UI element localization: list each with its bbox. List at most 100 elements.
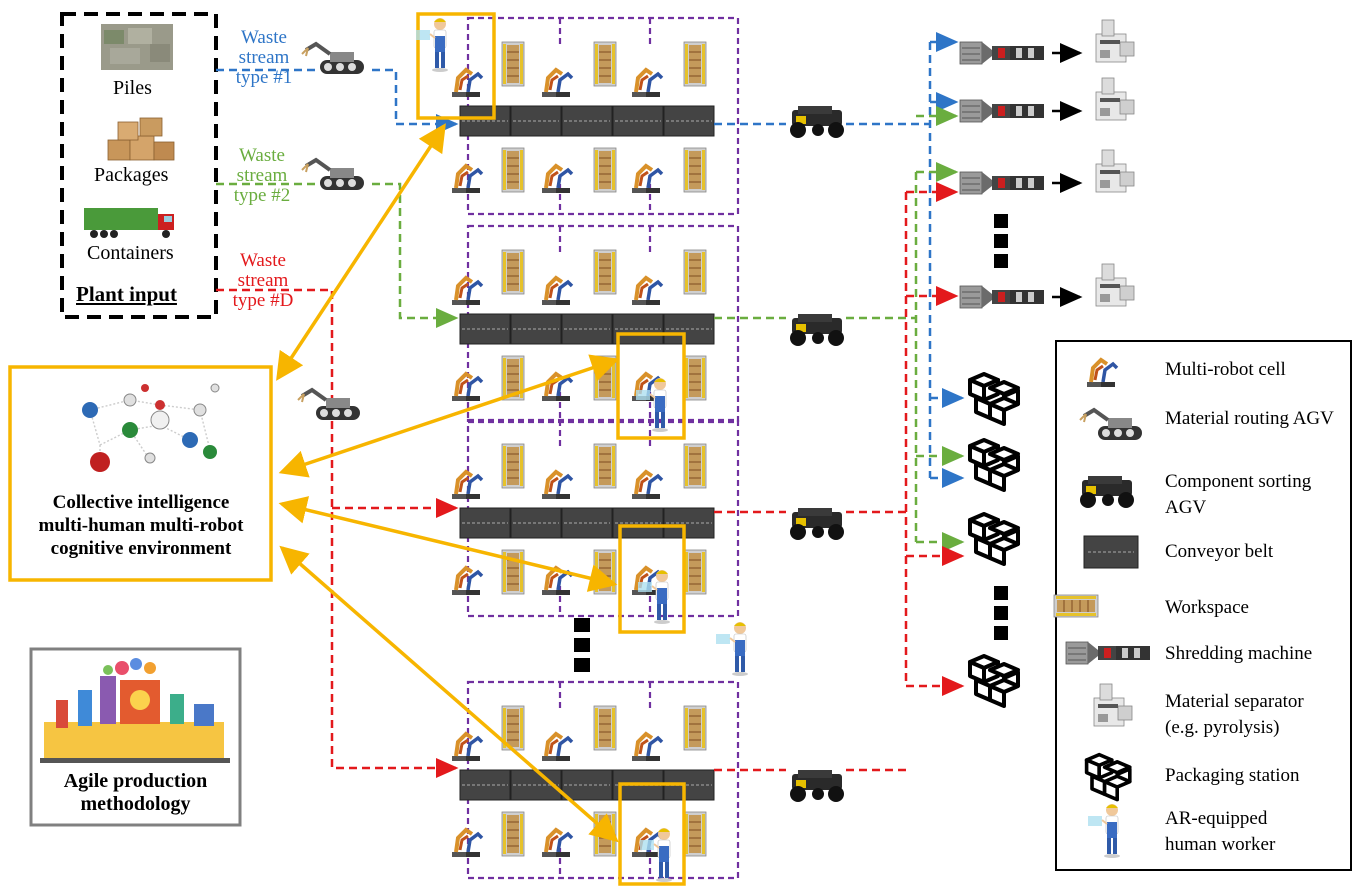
ellipsis-block [574, 638, 590, 652]
legend-label-ar-worker: AR-equipped human worker [1165, 808, 1276, 855]
shredding-machine [959, 171, 1045, 195]
legend-label-packaging-station: Packaging station [1165, 765, 1300, 786]
workspace [683, 705, 707, 751]
container-truck-icon [84, 208, 174, 238]
material-routing-agv [296, 388, 362, 422]
human-robot-links [276, 12, 749, 886]
lightbulb-network-icon [82, 383, 220, 472]
workspace [593, 249, 617, 295]
workspace [683, 443, 707, 489]
ellipsis-block [994, 214, 1008, 228]
workspace [593, 549, 617, 595]
workspace [501, 41, 525, 87]
packaging-icon [1084, 752, 1132, 802]
ellipsis-block [994, 234, 1008, 248]
stream-1-to-line-1 [372, 68, 459, 134]
ellipsis-block [574, 658, 590, 672]
conveyor-belt-segment [459, 105, 511, 137]
source-label-containers: Containers [87, 242, 174, 264]
legend-label-workspace: Workspace [1165, 597, 1249, 618]
shredder-icon [1065, 641, 1151, 665]
component-sorting-agv [790, 314, 844, 346]
material-routing-agv [300, 158, 366, 192]
component-sorting-agv [790, 770, 844, 802]
ar-worker [415, 17, 449, 73]
workspace [593, 41, 617, 87]
material-separator [1095, 149, 1135, 193]
conveyor-belt-segment [510, 105, 562, 137]
cardboard-boxes-icon [107, 117, 175, 161]
workspace [683, 249, 707, 295]
shredding-machine [959, 99, 1045, 123]
legend-label-multi-robot-cell: Multi-robot cell [1165, 359, 1286, 380]
conveyor-belt-segment [561, 105, 613, 137]
workspace [683, 147, 707, 193]
robot-arm-icon [540, 276, 574, 307]
robot-arm-icon [540, 68, 574, 99]
robot-arm-icon [540, 470, 574, 501]
ellipsis-block [994, 254, 1008, 268]
legend-label-material-routing-agv: Material routing AGV [1165, 408, 1334, 429]
bidirectional-link-arrow [278, 354, 620, 478]
robot-arm-icon [630, 276, 664, 307]
material-separator [1095, 19, 1135, 63]
workspace-icon [1053, 594, 1099, 618]
robot-arm-icon [630, 732, 664, 763]
conveyor-belt-segment [663, 105, 715, 137]
collective-intelligence-box [8, 365, 273, 582]
robot-arm-icon [540, 828, 574, 859]
legend-label-shredding-machine: Shredding machine [1165, 643, 1313, 664]
conveyor-belt-segment [459, 313, 511, 345]
workspace [501, 811, 525, 857]
material-separator [1095, 263, 1135, 307]
packaging-station [968, 512, 1020, 566]
ellipsis-block [994, 586, 1008, 600]
robot-arm-icon [630, 164, 664, 195]
conveyor-belt-segment [510, 507, 562, 539]
packaging-station [968, 372, 1020, 426]
separator-icon [1093, 683, 1133, 727]
conveyor-belt-segment [561, 507, 613, 539]
workspace [593, 147, 617, 193]
legend-label-component-sorting-agv: Component sorting AGV [1165, 471, 1312, 518]
component-sorting-agv [790, 508, 844, 540]
plant-input-box [60, 12, 218, 319]
workspace [593, 705, 617, 751]
source-label-packages: Packages [94, 164, 169, 186]
robot-arm-icon [630, 68, 664, 99]
conveyor-belt-segment [510, 313, 562, 345]
conveyor-belt-segment [612, 313, 664, 345]
workspace [683, 811, 707, 857]
bidirectional-link-arrow [279, 545, 619, 843]
factory-illustration-icon [40, 658, 230, 763]
stream-2-to-line-2 [372, 182, 459, 328]
robot-arm-icon [540, 732, 574, 763]
ar-worker-highlight [618, 524, 686, 634]
rubble-pile-icon [101, 24, 173, 70]
conveyor-belt-segment [612, 105, 664, 137]
workspace [683, 41, 707, 87]
conveyor-icon [1083, 535, 1139, 569]
workspace [501, 443, 525, 489]
conveyor-belt-segment [663, 507, 715, 539]
workspace [501, 147, 525, 193]
workspace [683, 549, 707, 595]
conveyor-belt-segment [459, 769, 511, 801]
plant-input-title: Plant input [76, 282, 177, 306]
workspace [593, 443, 617, 489]
ellipsis-block [574, 618, 590, 632]
packaging-station [968, 438, 1020, 492]
ar-worker-highlight [416, 12, 496, 120]
ar-worker-highlight [618, 782, 686, 886]
conveyor-belt-segment [561, 769, 613, 801]
robot-arm-icon [540, 164, 574, 195]
agile-production-box [29, 647, 242, 827]
robot-arm-icon [1085, 358, 1119, 389]
conveyor-belt-segment [663, 313, 715, 345]
conveyor-belt-segment [459, 507, 511, 539]
